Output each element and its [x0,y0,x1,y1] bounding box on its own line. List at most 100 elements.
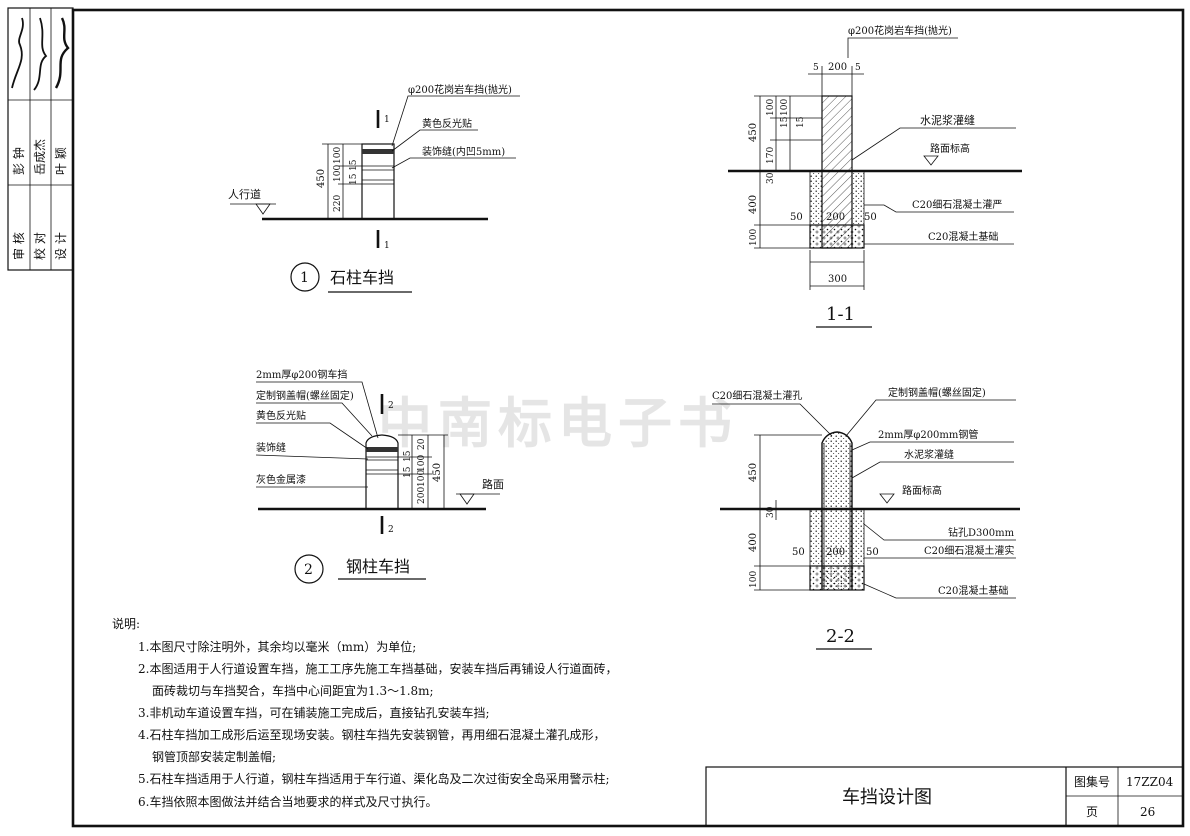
page-label: 页 [1086,805,1098,819]
sec2-pipe-label: 2mm厚φ200mm钢管 [878,428,978,441]
role-check: 校 对 [32,232,47,260]
fig1-section-bottom: 1 [384,241,390,251]
sec2-drill-label: 钻孔D300mm [948,526,1015,539]
sec2-cap-label: 定制钢盖帽(螺丝固定) [888,386,986,399]
signature-2 [33,17,48,91]
fig1-dim-15a: 15 [349,159,359,171]
sec1-dim-30: 30 [766,172,776,184]
fig1-circle-number: 1 [300,270,309,286]
sec2-title: 2-2 [826,626,855,647]
fig1-dim-100b: 100 [333,165,343,182]
sec2-dim-200: 200 [826,547,845,558]
title-block: 车挡设计图 图集号 17ZZ04 页 26 [705,766,1184,827]
fig2-paint-label: 灰色金属漆 [256,473,306,486]
sec1-dim-50b: 50 [864,212,877,223]
notes: 说明: 1.本图尺寸除注明外，其余均以毫米（mm）为单位; 2.本图适用于人行道… [112,616,617,809]
name-designer: 叶 颖 [54,147,68,175]
sec2-fine-label: C20细石混凝土灌实 [924,544,1014,557]
fig2-section-top: 2 [388,401,394,411]
note-line-1: 1.本图尺寸除注明外，其余均以毫米（mm）为单位; [138,639,416,654]
note-line-2: 2.本图适用于人行道设置车挡，施工工序先施工车挡基础，安装车挡后再铺设人行道面砖… [138,661,617,676]
fig2-dim-100: 100 [417,455,427,472]
sec1-dim-100b: 100 [780,99,790,116]
fig2-title: 钢柱车挡 [346,557,410,576]
section-2-2: 450 30 400 100 50 200 50 C20细石混凝土灌孔 定制钢盖… [712,386,1020,650]
sec2-grade-label: 路面标高 [902,484,942,497]
sec1-dim-450: 450 [748,123,759,142]
fig2-dim-15a: 15 [403,450,413,462]
fig2-dim-200: 200 [417,487,427,504]
role-review: 审 核 [11,232,26,260]
name-reviewer: 彭 钟 [11,147,26,175]
atlas-label: 图集号 [1074,774,1110,789]
outer-frame [71,8,1185,828]
note-line-7: 5.石柱车挡适用于人行道，钢柱车挡适用于车行道、渠化岛及二次过街安全岛采用警示柱… [138,771,610,786]
sec2-dim-400: 400 [748,533,759,552]
sec2-hole-label: C20细石混凝土灌孔 [712,389,802,402]
sec1-dim-15b: 15 [796,116,806,128]
fig2-dim-450: 450 [432,463,443,482]
sec2-grout-label: 水泥浆灌缝 [904,448,954,461]
fig1-sidewalk-label: 人行道 [228,187,261,201]
sec1-dim-200: 200 [828,62,847,73]
fig2-road-label: 路面 [482,478,504,491]
sec1-fine-label: C20细石混凝土灌严 [912,198,1002,211]
sec1-granite-label: φ200花岗岩车挡(抛光) [848,24,952,37]
fig1-dim-15b: 15 [349,173,359,185]
sec2-dim-100: 100 [749,571,759,588]
fig1-section-top: 1 [384,115,390,125]
fig2-steel-bollard: 2 2 路面 2mm厚φ200钢车挡 定制钢盖帽(螺丝固定) 黄色反光贴 装饰缝… [255,368,504,584]
sec1-dim-400: 400 [748,195,759,214]
fig1-granite-label: φ200花岗岩车挡(抛光) [408,83,512,96]
sec1-dim-200b: 200 [826,212,845,223]
sec1-dim-5a: 5 [813,63,819,73]
sec1-dim-50a: 50 [790,212,803,223]
drawing-title: 车挡设计图 [842,787,932,808]
sec1-dim-100c: 100 [749,229,759,246]
fig2-groove-label: 装饰缝 [256,441,286,454]
note-line-8: 6.车挡依照本图做法并结合当地要求的样式及尺寸执行。 [138,794,437,809]
fig2-cap-label: 定制钢盖帽(螺丝固定) [256,389,354,402]
signoff-column: 审 核 校 对 设 计 彭 钟 岳成杰 叶 颖 [7,7,74,271]
page-number: 26 [1140,805,1155,819]
sec2-dim-450: 450 [748,463,759,482]
note-line-3: 面砖裁切与车挡契合，车挡中心间距宜为1.3～1.8m; [152,683,434,698]
watermark: 中南标电子书 [378,391,738,455]
note-line-4: 3.非机动车道设置车挡，可在铺装施工完成后，直接钻孔安装车挡; [138,705,490,720]
fig1-title: 石柱车挡 [330,268,394,287]
sec1-title: 1-1 [826,304,855,325]
fig1-dim-100: 100 [333,147,343,164]
sec1-dim-15a: 15 [780,116,790,128]
fig2-dim-20: 20 [417,438,427,450]
section-1-1: 5 200 5 φ200花岗岩车挡(抛光) 450 100 100 15 15 … [728,24,1022,328]
notes-heading: 说明: [112,616,140,631]
note-line-5: 4.石柱车挡加工成形后运至现场安装。钢柱车挡先安装钢管，再用细石混凝土灌孔成形， [138,727,605,742]
sec2-dim-30: 30 [766,506,776,518]
sec1-dim-300: 300 [828,274,847,285]
note-line-6: 钢管顶部安装定制盖帽; [152,749,276,764]
fig2-section-bottom: 2 [388,525,394,535]
role-design: 设 计 [54,232,68,260]
fig1-groove-label: 装饰缝(内凹5mm) [422,145,505,158]
fig1-reflect-label: 黄色反光贴 [422,117,472,130]
fig2-reflect-label: 黄色反光贴 [256,409,306,422]
fig1-stone-bollard: 1 1 人行道 φ200花岗岩车挡(抛光) 黄色反光贴 装饰缝(内凹5mm) 4… [228,83,520,293]
signature-1 [11,17,24,89]
name-checker: 岳成杰 [33,139,47,175]
atlas-number: 17ZZ04 [1126,775,1174,789]
fig1-dim-450: 450 [316,169,327,188]
sec1-grout-label: 水泥浆灌缝 [920,113,975,127]
sec2-dim-50a: 50 [792,547,805,558]
fig2-steel-label: 2mm厚φ200钢车挡 [256,368,347,381]
sec1-base-label: C20混凝土基础 [928,230,998,243]
sec1-grade-label: 路面标高 [930,142,970,155]
sec1-dim-100a: 100 [766,99,776,116]
sec2-base-label: C20混凝土基础 [938,584,1008,597]
signature-3 [54,17,70,89]
sec1-dim-170: 170 [766,147,776,164]
fig2-circle-number: 2 [304,562,313,578]
sec2-dim-50b: 50 [866,547,879,558]
fig2-dim-100b: 100 [417,470,427,487]
fig1-dim-220: 220 [333,195,343,212]
